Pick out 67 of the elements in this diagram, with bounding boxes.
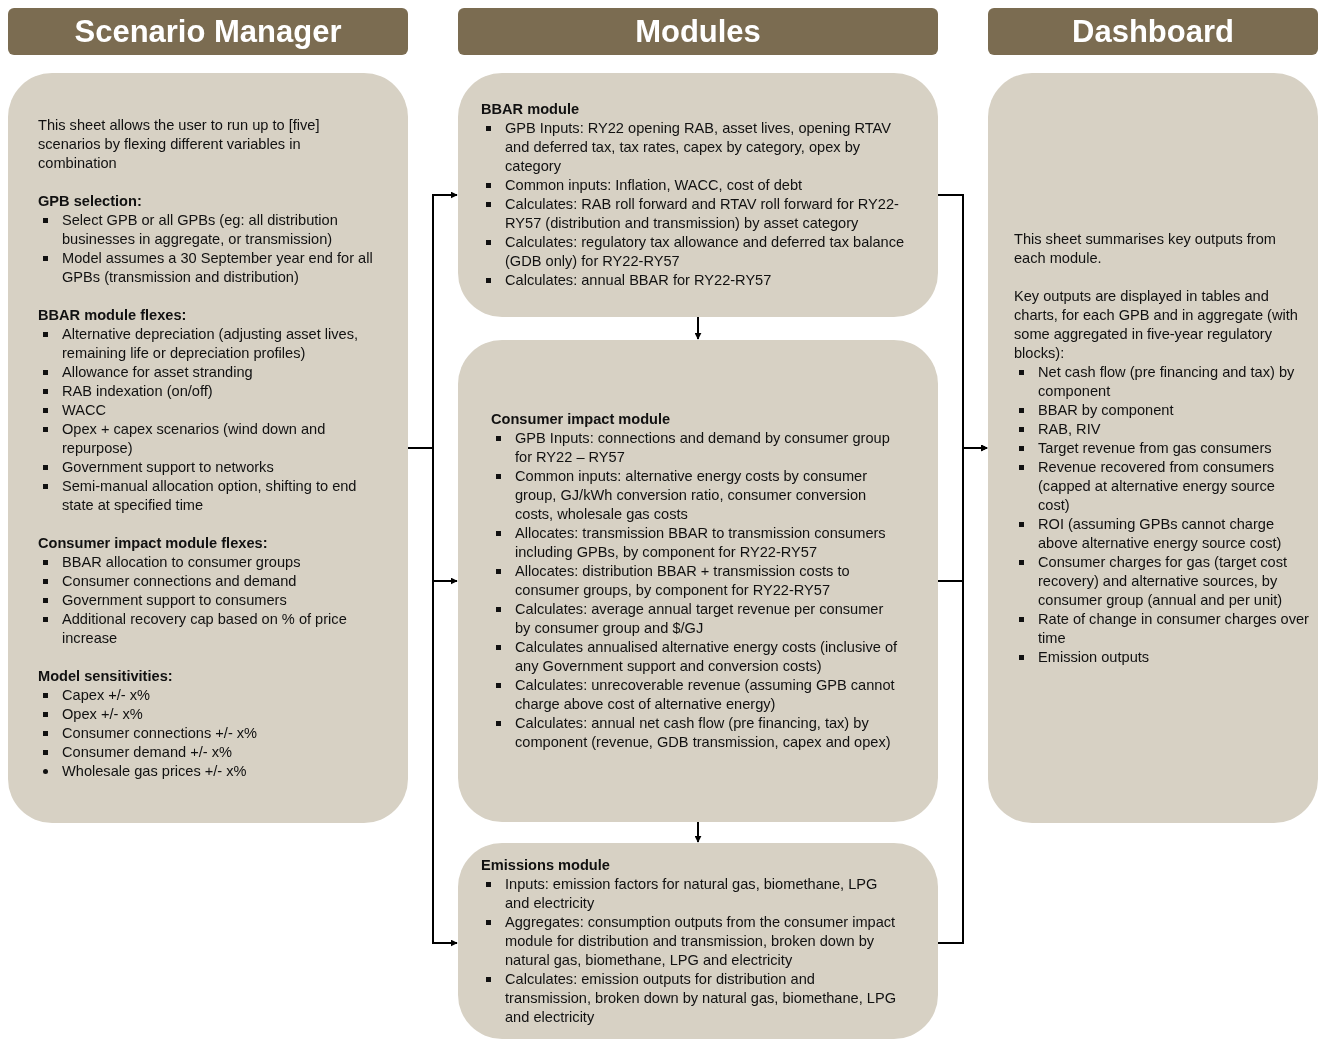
list-item-text: RAB, RIV — [1038, 419, 1102, 439]
list-item-text: Semi-manual allocation option, shifting to end state at specified time — [62, 476, 358, 515]
list-item-text: Allocates: transmission BBAR to transmission consumers including GPBs, by component for RY22-RY57 — [515, 524, 887, 562]
list-item-text: Calculates: emission outputs for distribution and transmission, broken down by natural gas, biomethane, LPG and electricity — [505, 969, 897, 1027]
list-item-text: Calculates: regulatory tax allowance and deferred tax balance (GDB only) for RY22-RY57 — [505, 233, 906, 271]
module-panel — [458, 73, 938, 317]
list-item-text: Government support to networks — [62, 457, 275, 477]
arrow — [694, 821, 702, 843]
list-item-text: Common inputs: alternative energy costs by consumer group, GJ/kWh conversion ratio, consumer conversion costs, wholesale gas costs — [515, 467, 869, 524]
section-heading: Model sensitivities: — [38, 666, 174, 686]
header-title: Dashboard — [1072, 13, 1234, 50]
list-item-text: Rate of change in consumer charges over time — [1038, 609, 1310, 648]
arrow — [937, 444, 988, 944]
list-item-text: Consumer charges for gas (target cost recovery) and alternative sources, by consumer group (annual and per unit) — [1038, 552, 1288, 610]
list-item-text: Wholesale gas prices +/- x% — [62, 761, 248, 781]
list-item-text: ROI (assuming GPBs cannot charge above alternative energy source cost) — [1038, 514, 1283, 553]
list-item-text: Alternative depreciation (adjusting asset lives, remaining life or depreciation profiles) — [62, 324, 360, 363]
description-text: Key outputs are displayed in tables and charts, for each GPB and in aggregate (with some aggregated in five-year regulatory blocks): — [1014, 286, 1299, 363]
section-heading: Consumer impact module flexes: — [38, 533, 269, 553]
list-item-text: Additional recovery cap based on % of price increase — [62, 609, 348, 648]
section-heading: BBAR module flexes: — [38, 305, 188, 325]
list-item-text: Allocates: distribution BBAR + transmission costs to consumer groups, by component for RY22-RY57 — [515, 562, 851, 600]
list-item-text: Calculates: annual net cash flow (pre financing, tax) by component (revenue, GDB transmission, capex and opex) — [515, 714, 892, 752]
module-title: BBAR module — [481, 100, 581, 119]
module-title: Emissions module — [481, 855, 611, 875]
header-title: Scenario Manager — [74, 13, 342, 50]
list-item-text: Capex +/- x% — [62, 685, 151, 705]
list-item-text: Consumer connections and demand — [62, 571, 298, 591]
list-item-text: BBAR allocation to consumer groups — [62, 552, 302, 572]
list-item-text: Emission outputs — [1038, 647, 1151, 667]
header-band — [988, 8, 1318, 55]
list-item-text: Net cash flow (pre financing and tax) by component — [1038, 362, 1296, 401]
list-item-text: Consumer demand +/- x% — [62, 742, 233, 762]
module-title: Consumer impact module — [491, 410, 672, 429]
list-item-text: Calculates: unrecoverable revenue (assuming GPB cannot charge above cost of alternative energy) — [515, 676, 896, 714]
description-text: This sheet allows the user to run up to [five] scenarios by flexing different variables in combination — [38, 115, 321, 173]
list-item-text: Aggregates: consumption outputs from the consumer impact module for distribution and transmission, broken down by natural gas, biomethane, LPG and electricity — [505, 912, 897, 970]
list-item-text: Calculates: average annual target revenue per consumer by consumer group and $/GJ — [515, 600, 885, 638]
list-item-text: Calculates annualised alternative energy costs (inclusive of any Government support and conversion costs) — [515, 638, 899, 676]
header-band — [8, 8, 408, 55]
header-band — [458, 8, 938, 55]
module-panel — [458, 340, 938, 822]
list-item-text: Opex + capex scenarios (wind down and repurpose) — [62, 419, 327, 458]
list-item-text: Opex +/- x% — [62, 704, 144, 724]
list-item-text: Revenue recovered from consumers (capped at alternative energy source cost) — [1038, 457, 1276, 515]
list-item-text: Select GPB or all GPBs (eg: all distribution businesses in aggregate, or transmission) — [62, 210, 339, 249]
list-item-text: GPB Inputs: RY22 opening RAB, asset lives, opening RTAV and deferred tax, tax rates, capex by category, opex by category — [505, 119, 892, 176]
list-item-text: Inputs: emission factors for natural gas, biomethane, LPG and electricity — [505, 874, 879, 913]
list-item-text: Calculates: RAB roll forward and RTAV roll forward for RY22-RY57 (distribution and transmission) by asset category — [505, 195, 900, 233]
list-item-text: Allowance for asset stranding — [62, 362, 254, 382]
list-item-text: BBAR by component — [1038, 400, 1175, 420]
header-title: Modules — [635, 13, 761, 50]
list-item-text: RAB indexation (on/off) — [62, 381, 214, 401]
list-item-text: Target revenue from gas consumers — [1038, 438, 1273, 458]
section-heading: GPB selection: — [38, 191, 143, 211]
module-panel — [988, 73, 1318, 823]
description-text: This sheet summarises key outputs from each module. — [1014, 229, 1277, 268]
list-item-text: Common inputs: Inflation, WACC, cost of debt — [505, 176, 804, 195]
list-item-text: Model assumes a 30 September year end for all GPBs (transmission and distribution) — [62, 248, 374, 287]
module-panel — [458, 843, 938, 1039]
module-panel — [8, 73, 408, 823]
list-item-text: GPB Inputs: connections and demand by consumer group for RY22 – RY57 — [515, 429, 891, 467]
list-item-text: Government support to consumers — [62, 590, 288, 610]
arrow — [694, 316, 702, 340]
list-item-text: Consumer connections +/- x% — [62, 723, 259, 743]
list-item-text: Calculates: annual BBAR for RY22-RY57 — [505, 271, 773, 290]
list-item-text: WACC — [62, 400, 108, 420]
